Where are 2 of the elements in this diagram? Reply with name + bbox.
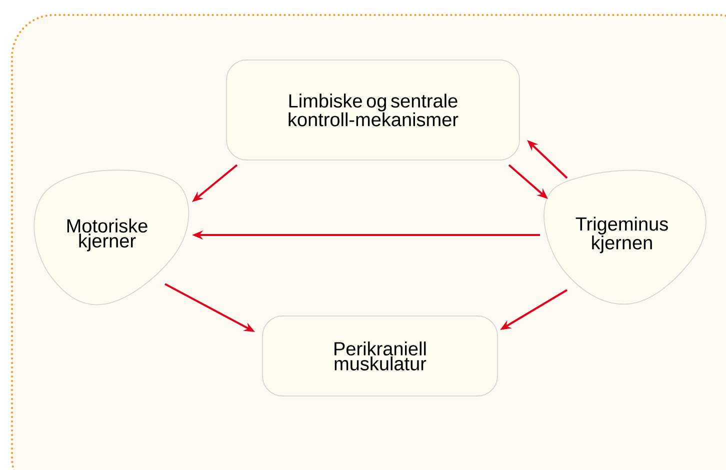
rounded-box: Perikraniell muskulatur <box>262 316 498 396</box>
rounded-box: Limbiske og sentrale kontroll-mekanismer <box>226 60 520 160</box>
